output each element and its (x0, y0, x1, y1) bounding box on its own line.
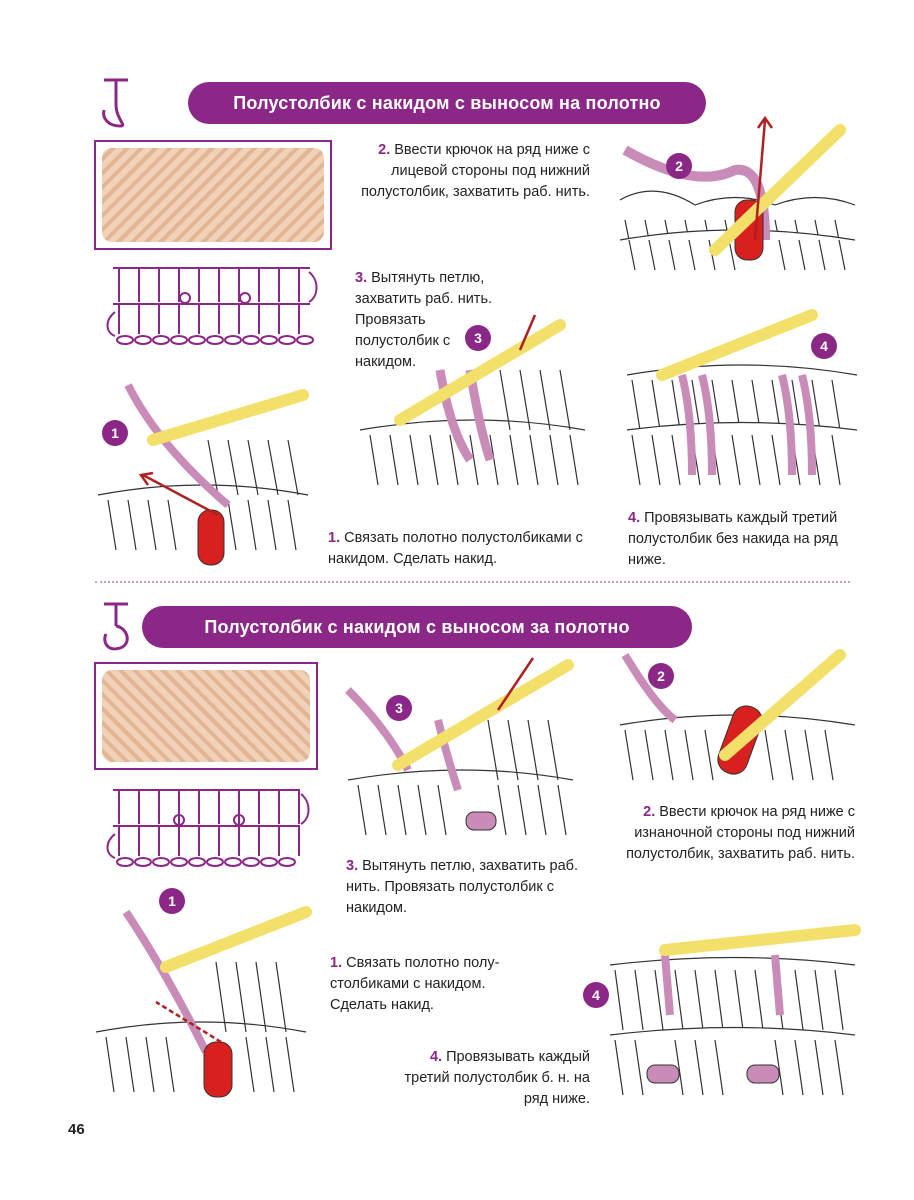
illustration-s1-step-1 (97, 383, 309, 566)
section-1-step-3-text: 3. Вытянуть петлю, захватить раб. нить. … (355, 268, 500, 373)
step-number: 4. (429, 1049, 443, 1065)
swatch-photo-1 (94, 140, 332, 250)
illustration-s2-step-2 (619, 649, 856, 781)
page-number: 46 (68, 1121, 85, 1138)
step-badge: 1 (102, 420, 128, 446)
step-number: 1. (328, 530, 341, 546)
step-number: 4. (628, 510, 641, 526)
stitch-symbol-back-post (103, 602, 129, 651)
section-1-step-4-text: 4. Провязывать каждый третий полустолбик… (628, 508, 863, 571)
section-1-step-2-text: 2. Ввести крючок на ряд ниже с лицевой с… (345, 140, 590, 203)
illustration-s2-step-3 (345, 657, 574, 836)
section-2-step-2-text: 2. Ввести крючок на ряд ниже с изнаночно… (605, 802, 855, 865)
step-number: 1. (330, 955, 343, 971)
step-number: 3. (346, 858, 359, 874)
illustration-s1-step-2 (619, 115, 856, 271)
step-description: Связать полотно полустолбиками с накидом… (328, 530, 583, 567)
step-description: Провязывать каждый третий полустолбик бе… (628, 510, 838, 568)
section-1-title: Полустолбик с накидом с выносом на полот… (188, 82, 706, 124)
step-description: Вытянуть петлю, захватить раб. нить. Про… (355, 270, 493, 370)
step-number: 2. (643, 804, 656, 820)
stitch-chart-2 (106, 789, 310, 867)
step-badge: 3 (386, 695, 412, 721)
step-badge: 3 (465, 325, 491, 351)
section-1-step-1-text: 1. Связать полотно полустолбиками с наки… (328, 528, 593, 570)
stitch-symbol-front-post (102, 78, 128, 128)
step-badge: 4 (583, 982, 609, 1008)
section-2-title: Полустолбик с накидом с выносом за полот… (142, 606, 692, 648)
step-description: Ввести крючок на ряд ниже с лицевой стор… (361, 142, 590, 200)
step-number: 3. (355, 270, 368, 286)
step-number: 2. (378, 142, 391, 158)
illustration-s1-step-4 (626, 309, 858, 486)
step-badge: 2 (666, 153, 692, 179)
step-badge: 1 (159, 888, 185, 914)
illustration-s1-step-3 (359, 314, 586, 486)
stitch-chart-1 (106, 267, 318, 345)
step-badge: 4 (811, 333, 837, 359)
section-2-step-3-text: 3. Вытянуть петлю, захватить раб. нить. … (346, 856, 596, 919)
section-2-step-4-text: 4. Провязывать каждый третий полустолбик… (395, 1047, 590, 1110)
section-2-step-1-text: 1. Связать полотно полу-столбиками с нак… (330, 953, 515, 1016)
illustration-s2-step-4 (609, 924, 861, 1096)
step-description: Вытянуть петлю, захватить раб. нить. Про… (346, 858, 579, 916)
step-badge: 2 (648, 663, 674, 689)
step-description: Связать полотно полу-столбиками с накидо… (330, 955, 500, 1013)
step-description: Провязывать каждый третий полустолбик б.… (404, 1049, 590, 1107)
illustration-s2-step-1 (95, 906, 312, 1098)
step-description: Ввести крючок на ряд ниже с изнаночной с… (626, 804, 855, 862)
section-divider (95, 581, 850, 583)
swatch-photo-2 (94, 662, 318, 770)
